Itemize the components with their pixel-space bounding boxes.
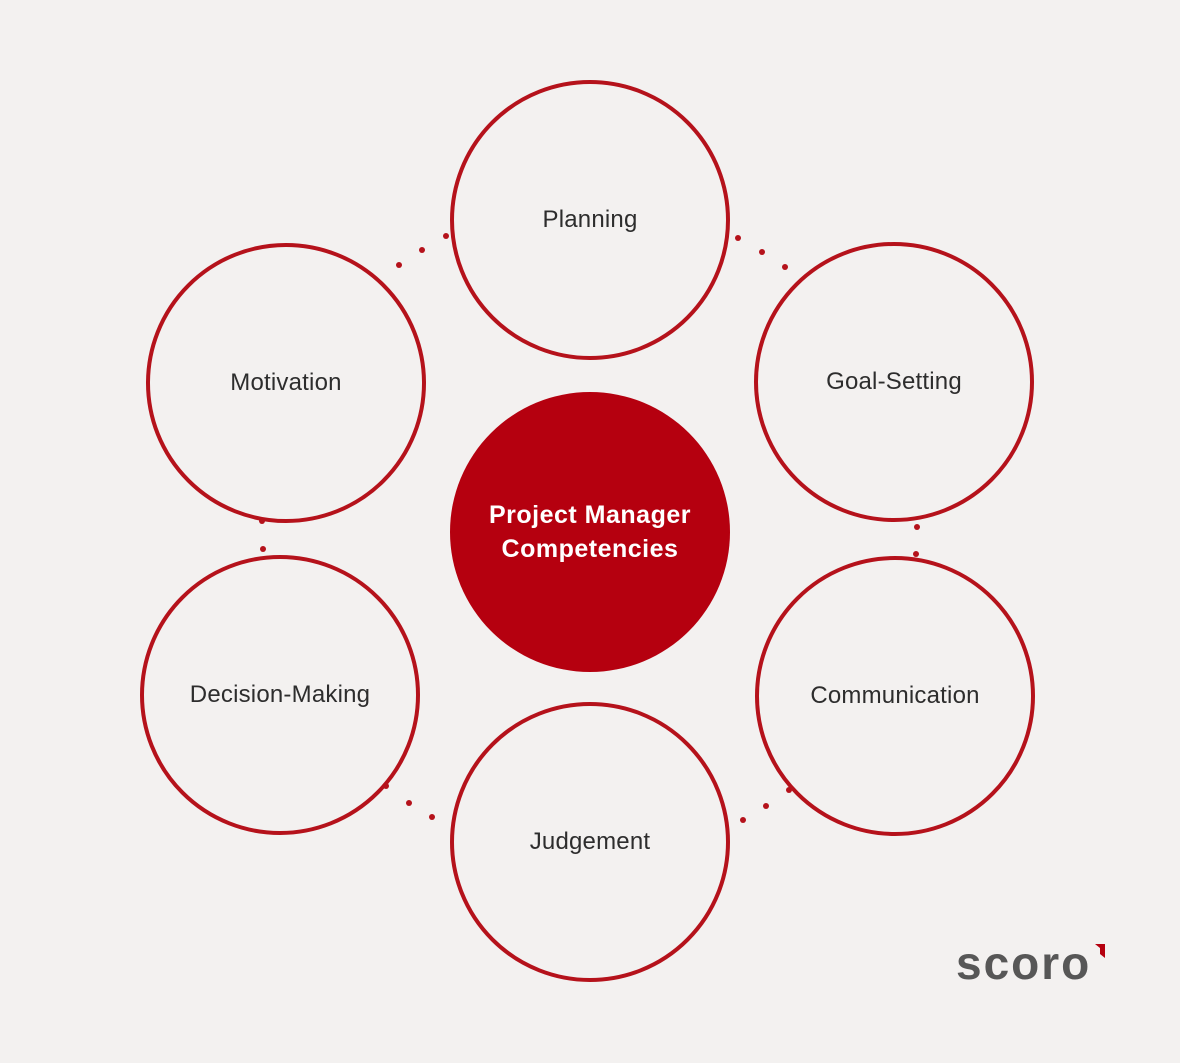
- center-node: Project Manager Competencies: [450, 392, 730, 672]
- node-label: Communication: [810, 682, 980, 709]
- node-label: Decision-Making: [189, 681, 371, 708]
- node-motivation: Motivation: [146, 243, 426, 523]
- node-judgement: Judgement: [450, 702, 730, 982]
- node-goal-setting: Goal-Setting: [754, 242, 1034, 522]
- node-label: Motivation: [230, 369, 342, 396]
- node-label: Planning: [542, 206, 638, 233]
- logo-wordmark: scoro: [956, 937, 1092, 989]
- center-label-line-1: Project Manager: [488, 501, 691, 529]
- node-label: Judgement: [529, 828, 651, 855]
- node-communication: Communication: [755, 556, 1035, 836]
- node-decision-making: Decision-Making: [140, 555, 420, 835]
- node-label: Goal-Setting: [826, 368, 962, 395]
- node-planning: Planning: [450, 80, 730, 360]
- center-label: Project Manager Competencies: [489, 498, 691, 566]
- logo-mark-icon: [1095, 944, 1106, 958]
- center-label-line-2: Competencies: [501, 535, 679, 563]
- scoro-logo: scoro: [956, 938, 1109, 988]
